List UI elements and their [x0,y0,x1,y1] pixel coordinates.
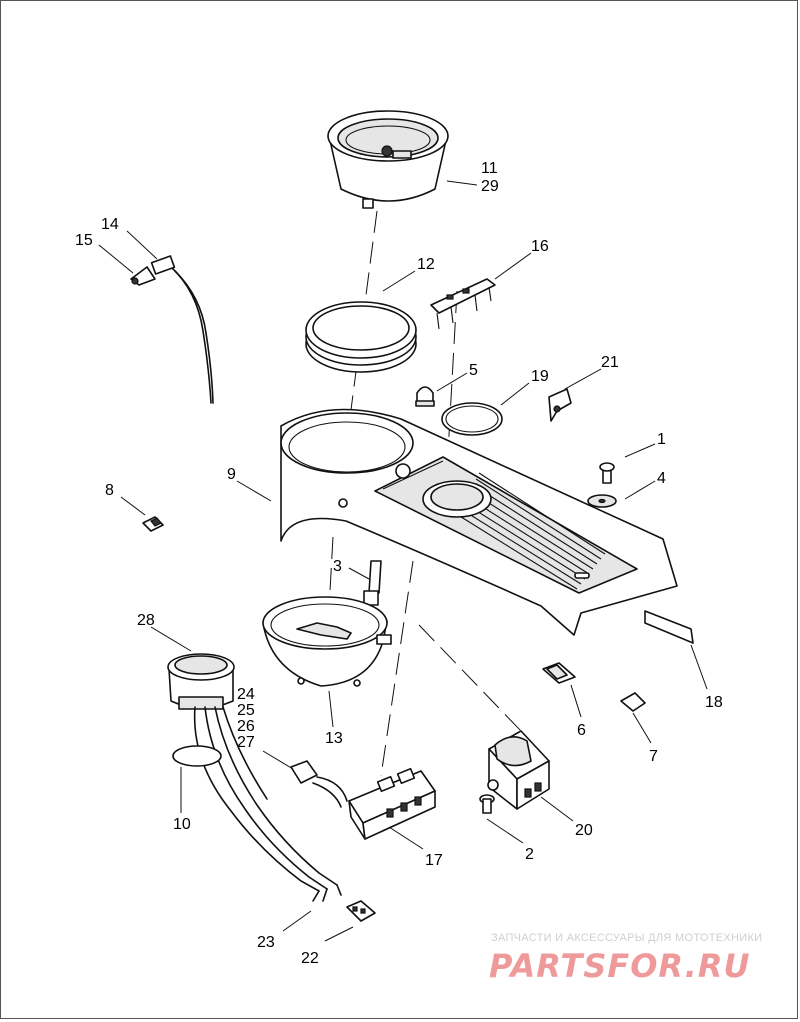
callout-24: 24 [237,686,255,703]
mounting-bolt [363,560,382,606]
callout-8: 8 [105,482,114,499]
callout-4: 4 [657,470,666,487]
callout-26: 26 [237,718,255,735]
callout-25: 25 [237,702,255,719]
callout-15: 15 [75,232,93,249]
callout-17: 17 [425,852,443,869]
callout-29: 29 [481,178,499,195]
callout-9: 9 [227,466,236,483]
switch-module [348,767,436,840]
callout-7: 7 [649,748,658,765]
small-connector [142,516,164,532]
callout-3: 3 [333,558,342,575]
indicator-bulb [415,386,435,407]
switch-bracket [430,278,496,330]
sensor-with-wire [130,255,214,404]
callout-labels: 1 2 3 4 5 6 7 8 9 10 11 29 12 13 14 15 1… [75,160,723,967]
gauge-gasket [305,301,417,373]
harness-connector [290,760,348,808]
speedometer-gauge [327,110,449,209]
callout-23: 23 [257,934,275,951]
callout-18: 18 [705,694,723,711]
o-ring [441,402,503,436]
wire-terminals [312,884,342,902]
callout-19: 19 [531,368,549,385]
console-housing [280,408,678,636]
callout-2: 2 [525,846,534,863]
watermark-brand: PARTSFOR.RU [489,947,750,985]
callout-6: 6 [577,722,586,739]
voltage-regulator [487,730,550,810]
callout-14: 14 [101,216,119,233]
leader-lines [98,180,708,942]
small-bracket [542,662,576,684]
wire-ring [172,745,222,767]
callout-22: 22 [301,950,319,967]
callout-27: 27 [237,734,255,751]
callout-21: 21 [601,354,619,371]
callout-5: 5 [469,362,478,379]
indicator-light [167,653,338,892]
regulator-screw [479,794,495,814]
callout-20: 20 [575,822,593,839]
callout-16: 16 [531,238,549,255]
trim-clip [620,692,646,712]
callout-10: 10 [173,816,191,833]
callout-13: 13 [325,730,343,747]
terminal-connector [346,900,376,922]
callout-11: 11 [481,160,498,177]
side-trim [644,610,694,644]
screw [599,462,615,484]
washer [587,494,617,508]
callout-1: 1 [657,431,666,448]
callout-12: 12 [417,256,435,273]
lower-bezel [262,596,392,687]
watermark-tagline: ЗАПЧАСТИ И АКСЕССУАРЫ ДЛЯ МОТОТЕХНИКИ [491,932,762,944]
small-clip [548,388,572,422]
watermark: ЗАПЧАСТИ И АКСЕССУАРЫ ДЛЯ МОТОТЕХНИКИ PA… [489,932,762,985]
callout-28: 28 [137,612,155,629]
